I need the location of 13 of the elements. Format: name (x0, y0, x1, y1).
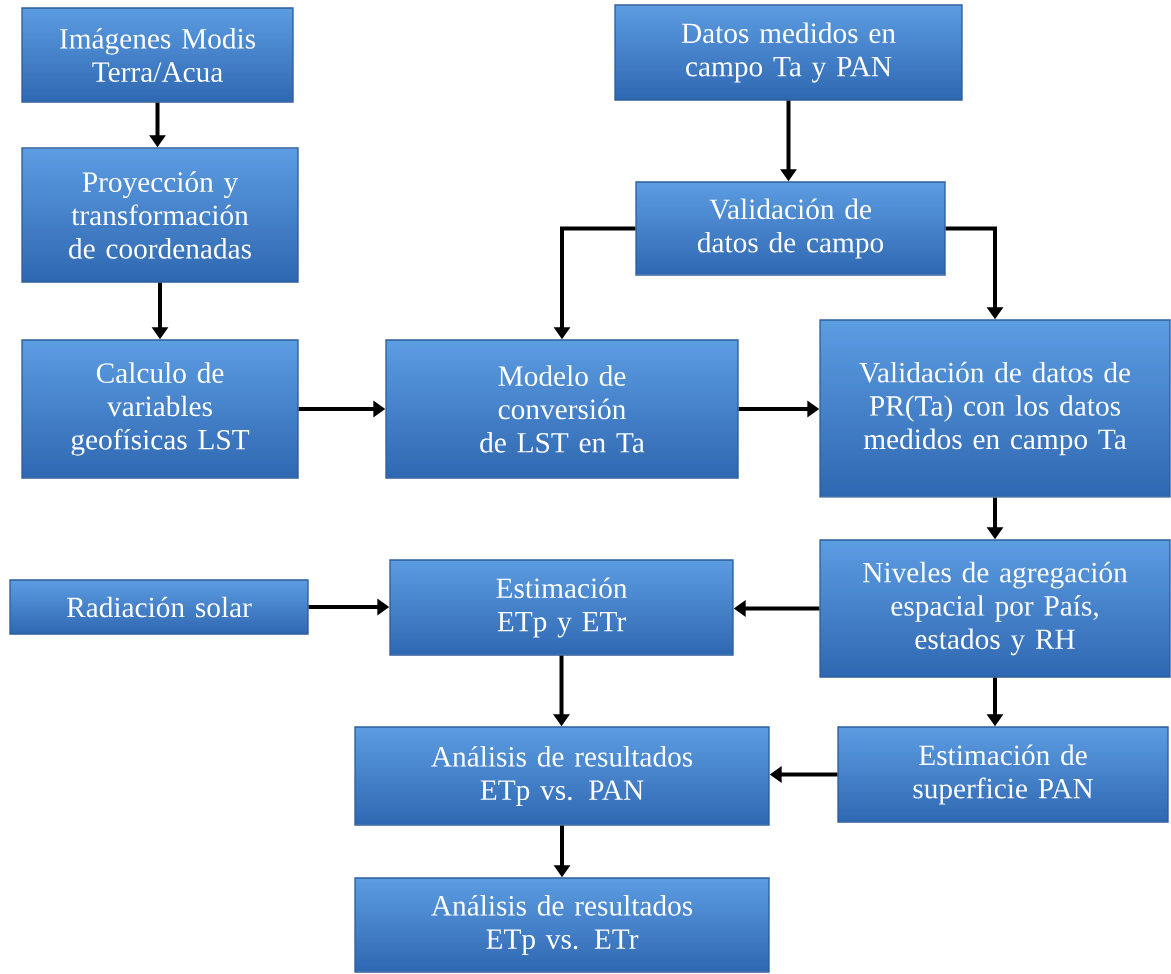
process-box: Radiación solar (9, 579, 309, 635)
process-box: Proyección y transformación de coordenadas (21, 147, 299, 283)
process-box: Estimación ETp y ETr (389, 559, 734, 656)
process-box: Validación de datos de campo (635, 181, 946, 276)
process-box: Imágenes Modis Terra/Acua (21, 7, 294, 103)
process-box: Validación de datos de PR(Ta) con los datos medidos en campo Ta (819, 319, 1171, 498)
process-box: Análisis de resultados ETp vs. ETr (354, 877, 770, 973)
process-box: Análisis de resultados ETp vs. PAN (354, 726, 770, 826)
process-box: Estimación de superficie PAN (837, 726, 1169, 823)
process-box: Datos medidos en campo Ta y PAN (614, 4, 963, 101)
process-box: Modelo de conversión de LST en Ta (385, 339, 739, 479)
process-box: Niveles de agregación espacial por País, estados y RH (819, 539, 1171, 678)
process-box: Calculo de variables geofísicas LST (21, 339, 299, 479)
